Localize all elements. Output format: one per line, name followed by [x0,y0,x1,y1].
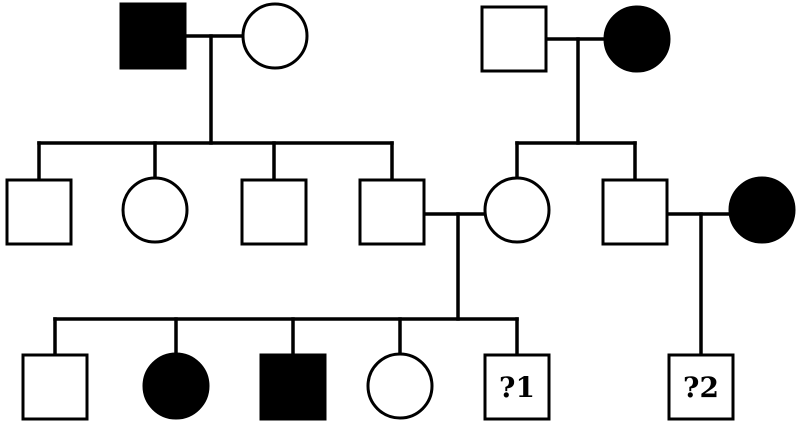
g2-spouse-right [728,176,796,244]
g3-daughter-2 [366,352,434,420]
g2-son-1 [5,178,73,246]
g2-daughter-right [483,176,551,244]
affected-female-circle [603,5,671,73]
affected-female-circle [728,176,796,244]
unaffected-male-square [21,353,89,421]
unaffected-female-circle [121,176,189,244]
g1-grandmother-right [603,5,671,73]
unaffected-male-square [667,353,735,421]
connector-lines [37,34,733,358]
affected-female-circle [142,352,210,420]
g3-son-2 [259,353,327,421]
unaffected-female-circle [366,352,434,420]
g3-son-1 [21,353,89,421]
g2-daughter-1 [121,176,189,244]
affected-male-square [259,353,327,421]
g1-grandfather-right [480,5,548,73]
unknown-label: ?2 [683,371,719,404]
unaffected-male-square [358,178,426,246]
unaffected-male-square [240,178,308,246]
individuals: ?1 ?2 [5,2,796,421]
unaffected-male-square [483,353,551,421]
g1-grandfather-left [119,2,187,70]
unaffected-male-square [601,178,669,246]
g3-daughter-1 [142,352,210,420]
g2-son-2 [240,178,308,246]
unaffected-male-square [480,5,548,73]
g2-son-right [601,178,669,246]
g2-son-3 [358,178,426,246]
g3-unknown-2: ?2 [667,353,735,421]
unknown-label: ?1 [499,371,535,404]
unaffected-female-circle [241,2,309,70]
unaffected-male-square [5,178,73,246]
g1-grandmother-left [241,2,309,70]
g3-unknown-1: ?1 [483,353,551,421]
affected-male-square [119,2,187,70]
unaffected-female-circle [483,176,551,244]
